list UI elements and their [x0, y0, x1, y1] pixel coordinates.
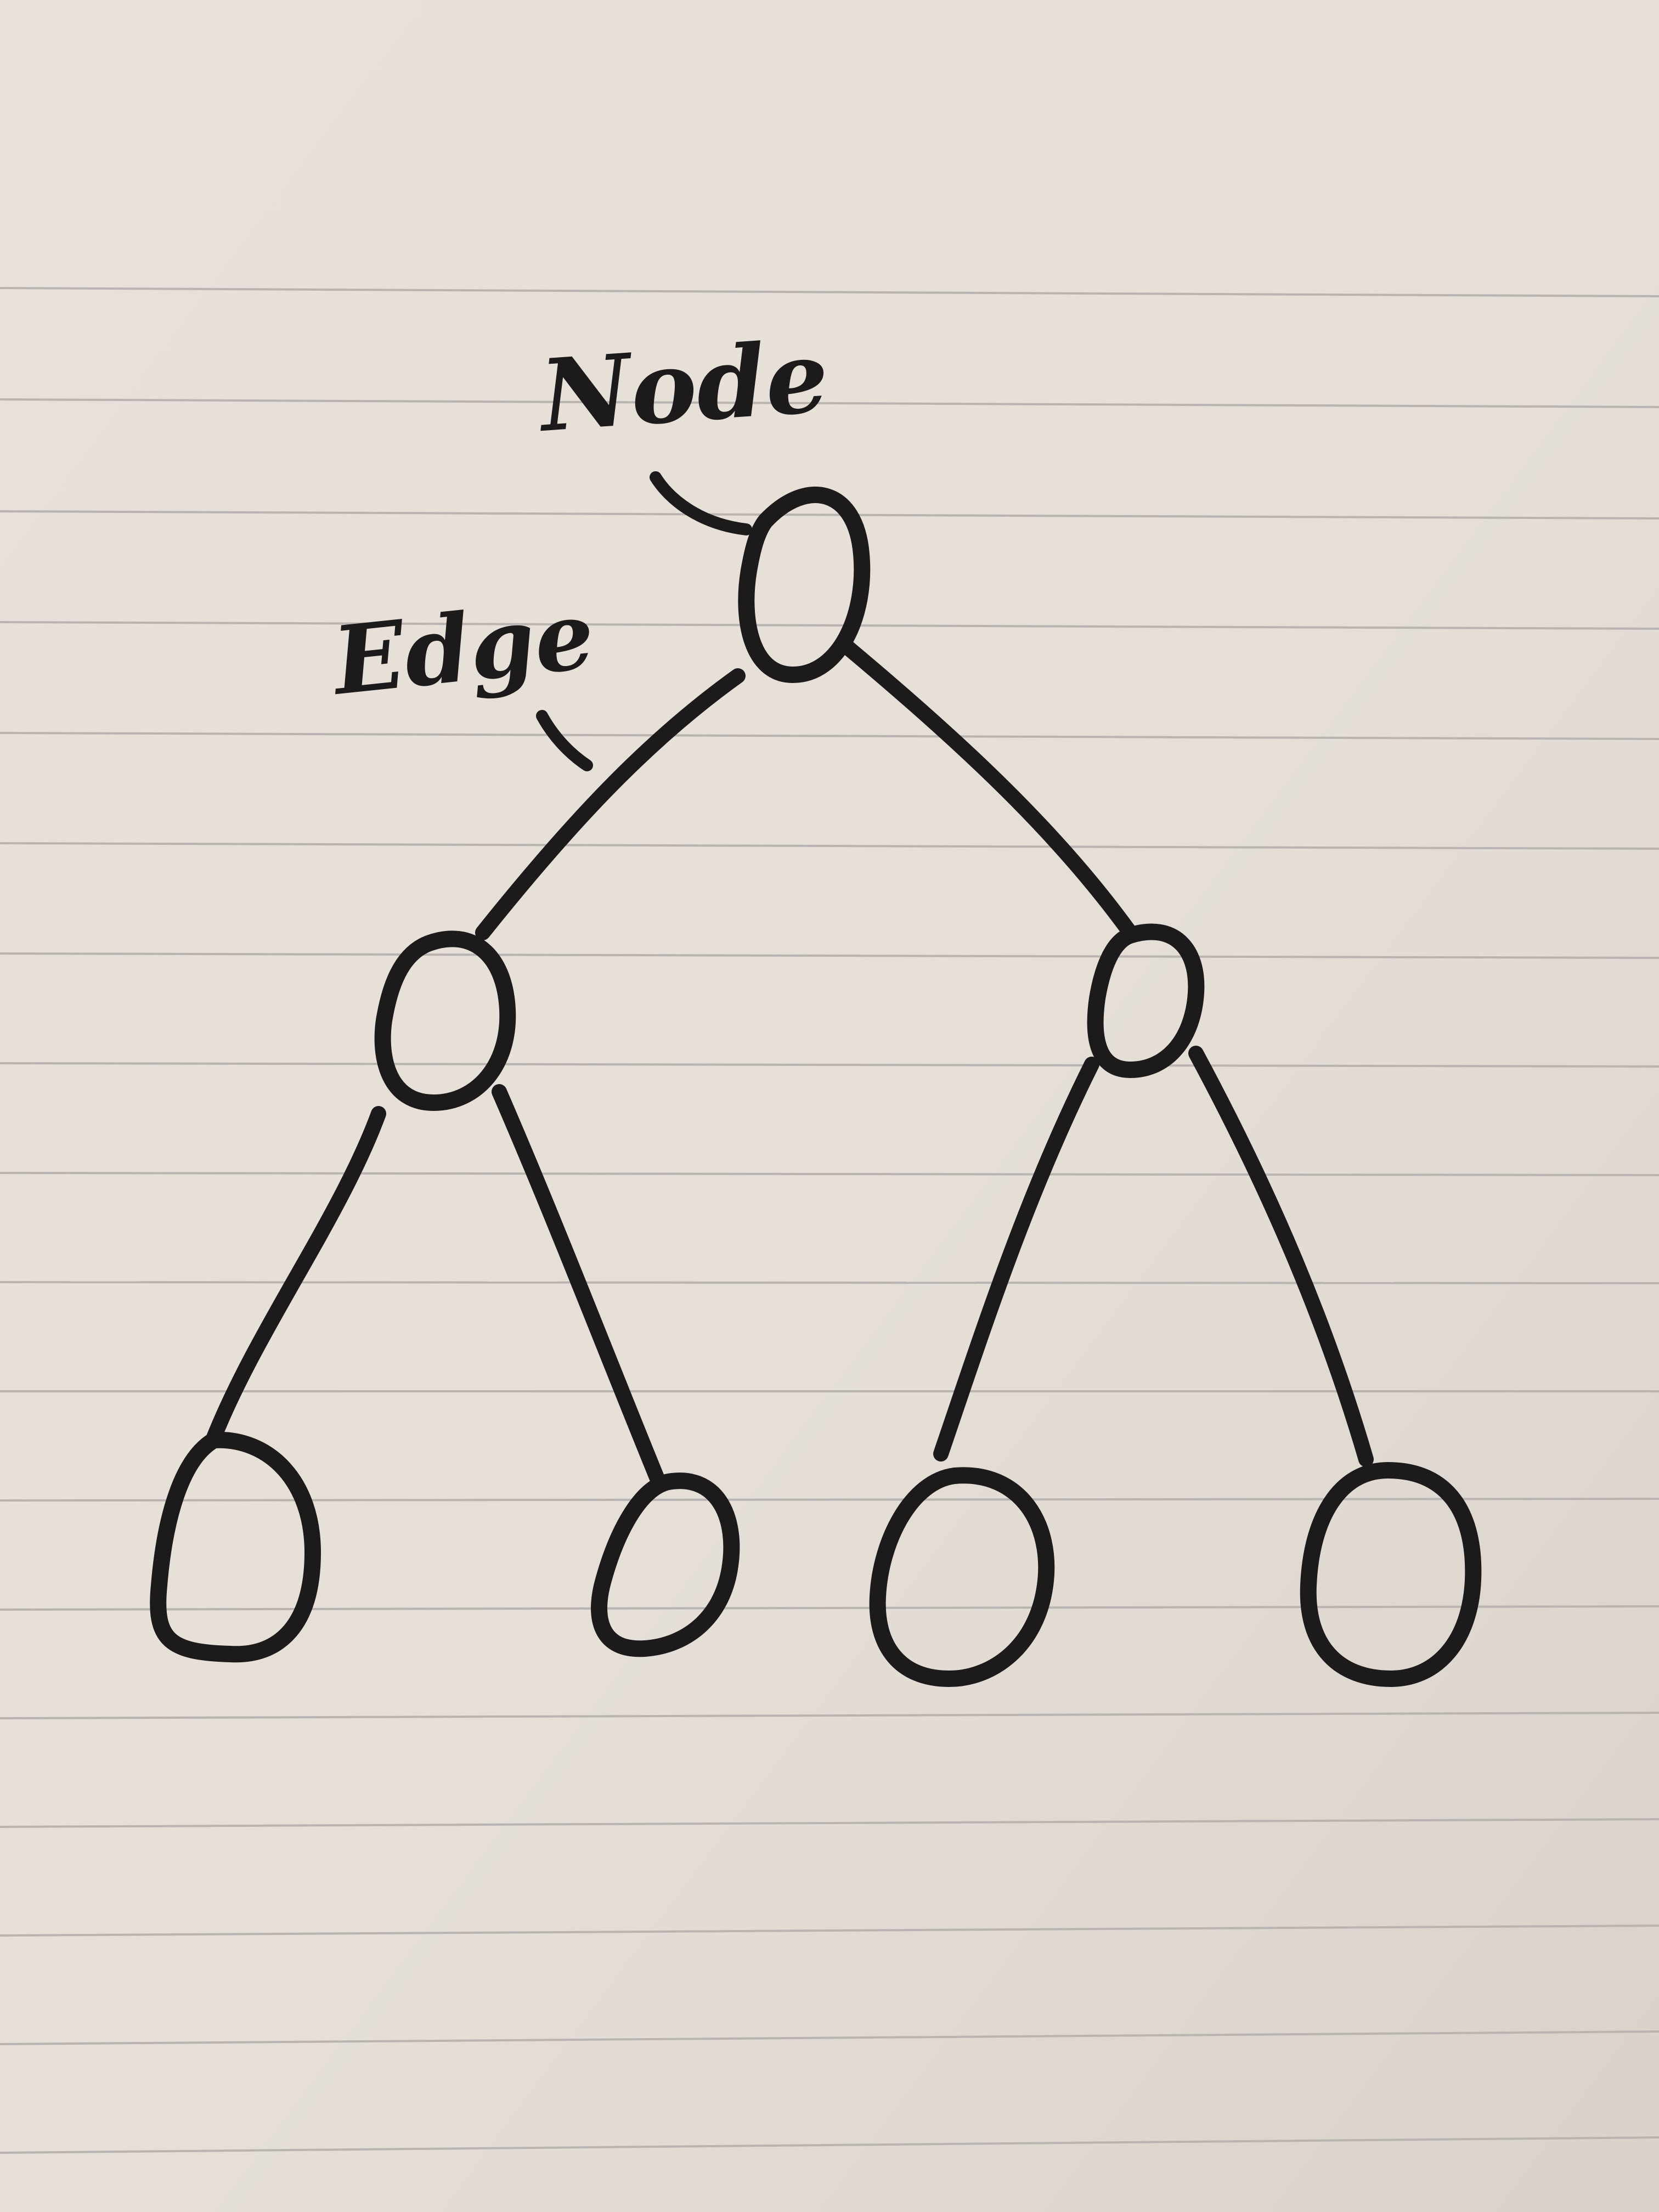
edge-annotation-label: Edge — [326, 580, 599, 716]
node-left-right — [591, 1472, 740, 1657]
edge-left-leftleft — [206, 1106, 386, 1445]
node-annotation-label: Node — [534, 319, 832, 454]
node-left — [374, 930, 516, 1111]
ruled-line — [0, 1281, 1659, 1284]
edge-right-rightright — [1188, 1046, 1374, 1467]
ruled-line — [0, 1172, 1659, 1176]
node-right — [1087, 923, 1205, 1078]
ruled-line — [0, 952, 1659, 959]
node-left-left — [150, 1431, 321, 1663]
ruled-line — [0, 510, 1659, 520]
ruled-line — [0, 287, 1659, 297]
ruled-line — [0, 1712, 1659, 1719]
ruled-line — [0, 732, 1659, 740]
ruled-line — [0, 1498, 1659, 1502]
ruled-line — [0, 1925, 1659, 1937]
edge-label-leader — [536, 710, 593, 771]
ruled-line — [0, 621, 1659, 630]
ruled-line — [0, 1818, 1659, 1828]
edge-root-right — [840, 640, 1138, 940]
ruled-line — [0, 2030, 1659, 2045]
ruled-line — [0, 398, 1659, 408]
node-right-right — [1300, 1462, 1482, 1687]
node-label-leader — [650, 471, 752, 535]
ruled-line — [0, 1062, 1659, 1068]
node-right-left — [869, 1467, 1055, 1687]
edge-right-rightleft — [933, 1057, 1099, 1462]
ruled-line — [0, 842, 1659, 850]
node-root — [738, 487, 871, 683]
tree-nodes — [150, 487, 1482, 1687]
ruled-lines — [0, 287, 1659, 2154]
ruled-line — [0, 1605, 1659, 1611]
annotation-leaders — [536, 471, 752, 771]
edge-left-leftright — [492, 1084, 666, 1489]
tree-edges — [206, 640, 1374, 1489]
ruled-line — [0, 2136, 1659, 2154]
edge-root-left — [475, 668, 746, 940]
